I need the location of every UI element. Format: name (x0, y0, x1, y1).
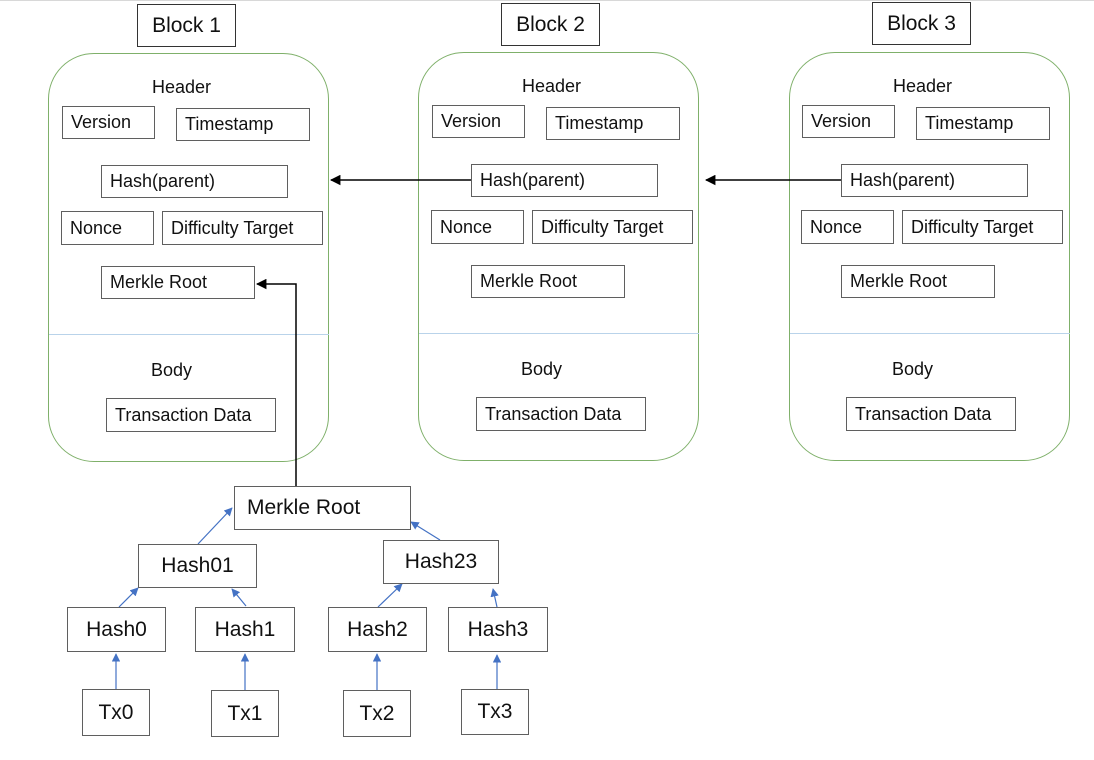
block-3-version-field: Version (802, 105, 895, 138)
tx3-node: Tx3 (461, 689, 529, 735)
top-rule (0, 0, 1094, 1)
block-1-timestamp-field: Timestamp (176, 108, 310, 141)
block-3-timestamp-field: Timestamp (916, 107, 1050, 140)
hash2-node: Hash2 (328, 607, 427, 652)
hash01-to-root-arrow (197, 507, 233, 545)
block-2-header-label: Header (522, 76, 582, 96)
block-2-body-label: Body (521, 359, 563, 379)
block-1-difficulty-target-field: Difficulty Target (162, 211, 323, 245)
hash2-to-hash23-arrow (377, 583, 403, 608)
tx1-node: Tx1 (211, 690, 279, 737)
tx0-node: Tx0 (82, 689, 150, 736)
block-2-nonce-field: Nonce (431, 210, 524, 244)
block-2-timestamp-field: Timestamp (546, 107, 680, 140)
block-2-transaction-data-field: Transaction Data (476, 397, 646, 431)
hash23-to-root-arrow (410, 521, 441, 541)
block-2-difficulty-target-field: Difficulty Target (532, 210, 693, 244)
block-3-title: Block 3 (872, 2, 971, 45)
hash1-node: Hash1 (195, 607, 295, 652)
block-1-body-label: Body (151, 360, 193, 380)
block-2-merkle-root-field: Merkle Root (471, 265, 625, 298)
block-2-hash-parent-field: Hash(parent) (471, 164, 658, 197)
block-3-body-label: Body (892, 359, 934, 379)
block-1-merkle-root-field: Merkle Root (101, 266, 255, 299)
block-1-hash-parent-field: Hash(parent) (101, 165, 288, 198)
block-1-version-field: Version (62, 106, 155, 139)
hash0-to-hash01-arrow (118, 587, 139, 608)
block-3-header-label: Header (893, 76, 953, 96)
hash01-node: Hash01 (138, 544, 257, 588)
block-2-title: Block 2 (501, 3, 600, 46)
hash3-to-hash23-arrow (490, 588, 499, 608)
block-3-hash-parent-field: Hash(parent) (841, 164, 1028, 197)
hash0-node: Hash0 (67, 607, 166, 652)
block-3-difficulty-target-field: Difficulty Target (902, 210, 1063, 244)
block-3-merkle-root-field: Merkle Root (841, 265, 995, 298)
block-1-header-label: Header (152, 77, 212, 97)
hash1-to-hash01-arrow (231, 588, 247, 607)
block-1-title: Block 1 (137, 4, 236, 47)
block-3-header-body-divider (790, 333, 1070, 334)
hash23-node: Hash23 (383, 540, 499, 584)
block-3-nonce-field: Nonce (801, 210, 894, 244)
merkle-tree-root-node: Merkle Root (234, 486, 411, 530)
tx2-node: Tx2 (343, 690, 411, 737)
hash3-node: Hash3 (448, 607, 548, 652)
block-2-header-body-divider (419, 333, 699, 334)
block-1-nonce-field: Nonce (61, 211, 154, 245)
block-2-version-field: Version (432, 105, 525, 138)
block-1-header-body-divider (49, 334, 329, 335)
block-1-transaction-data-field: Transaction Data (106, 398, 276, 432)
block-3-transaction-data-field: Transaction Data (846, 397, 1016, 431)
